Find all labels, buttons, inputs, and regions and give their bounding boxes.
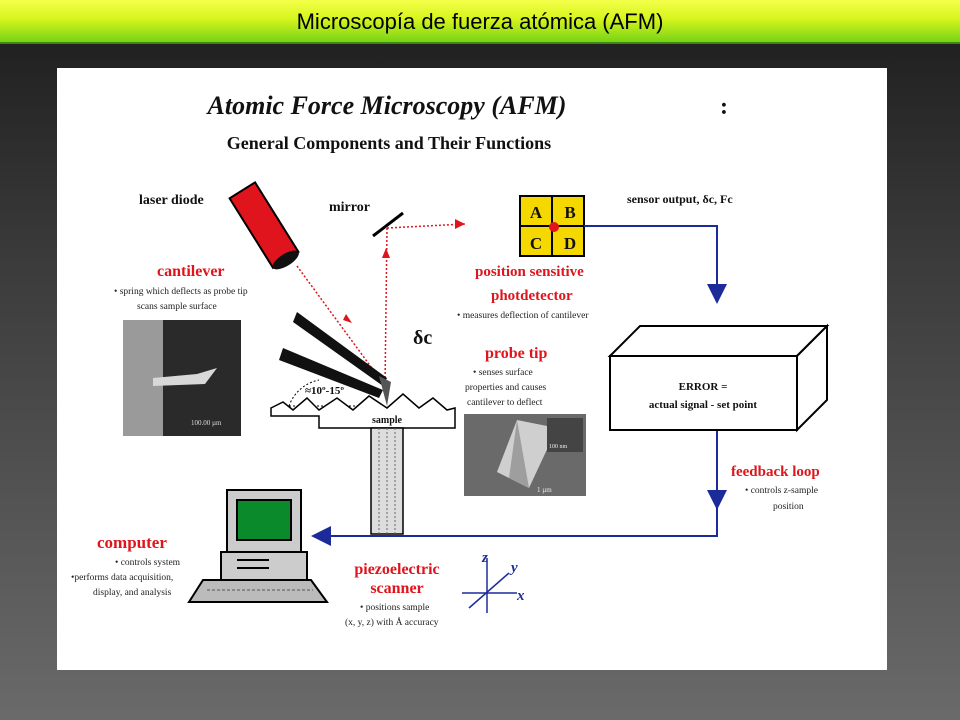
- psd-title-1: position sensitive: [475, 264, 584, 280]
- probe-tip-desc-3: cantilever to deflect: [467, 397, 543, 408]
- error-line-2: actual signal - set point: [649, 399, 758, 411]
- probe-tip-desc-2: properties and causes: [465, 383, 547, 393]
- micro-scale-2: 1 µm: [537, 486, 552, 494]
- quadrant-d: D: [564, 234, 576, 253]
- xyz-axes: [462, 558, 517, 613]
- error-box: ERROR = actual signal - set point: [607, 323, 830, 433]
- beam-arrow-2: [382, 248, 390, 258]
- probe-tip-micrograph: 100 nm 1 µm: [464, 414, 586, 496]
- computer-title: computer: [97, 533, 167, 552]
- micro-scale-1: 100.00 µm: [191, 419, 222, 427]
- diagram-heading: Atomic Force Microscopy (AFM): [206, 91, 567, 120]
- computer-icon: [187, 489, 329, 603]
- angle-arc: [288, 379, 320, 407]
- feedback-desc-1: • controls z-sample: [745, 486, 818, 496]
- psd-title-2: photdetector: [491, 288, 573, 304]
- cantilever-desc-1: • spring which deflects as probe tip: [114, 286, 248, 297]
- piezo-desc-2: (x, y, z) with Å accuracy: [345, 616, 439, 628]
- quadrant-b: B: [564, 203, 575, 222]
- photodetector: A B C D: [519, 195, 585, 257]
- piezo-column: [370, 427, 404, 535]
- laser-beam: [296, 223, 466, 387]
- feedback-title: feedback loop: [731, 464, 820, 480]
- sensor-output-label: sensor output, δc, Fc: [627, 192, 733, 206]
- beam-arrow-1: [343, 314, 352, 323]
- mirror-label: mirror: [329, 200, 370, 215]
- axis-z: z: [481, 550, 488, 566]
- feedback-signal-path: [311, 225, 727, 546]
- error-line-1: ERROR =: [679, 381, 728, 393]
- piezo-desc-1: • positions sample: [360, 603, 429, 613]
- cantilever: [279, 312, 391, 406]
- computer-desc-3: display, and analysis: [93, 588, 172, 598]
- piezo-title-1: piezoelectric: [354, 561, 439, 578]
- axis-y: y: [509, 560, 518, 576]
- sample: sample: [270, 393, 456, 429]
- afm-diagram: Atomic Force Microscopy (AFM) : General …: [71, 91, 830, 628]
- piezo-title-2: scanner: [370, 580, 423, 597]
- angle-label: ≈10º-15º: [305, 385, 344, 397]
- probe-tip-desc-1: • senses surface: [473, 367, 533, 378]
- heading-colon: :: [720, 94, 728, 120]
- feedback-desc-2: position: [773, 502, 804, 512]
- probe-tip-title: probe tip: [485, 345, 547, 362]
- slide-title: Microscopía de fuerza atómica (AFM): [296, 9, 664, 34]
- delta-c: δc: [413, 327, 432, 349]
- quadrant-c: C: [530, 234, 542, 253]
- cantilever-desc-2: scans sample surface: [137, 301, 217, 312]
- title-bar: Microscopía de fuerza atómica (AFM): [0, 0, 960, 44]
- computer-desc-1: • controls system: [115, 558, 181, 568]
- psd-desc: • measures deflection of cantilever: [457, 310, 589, 321]
- micro-scale-3: 100 nm: [549, 444, 568, 450]
- laser-diode: [228, 181, 300, 270]
- axis-x: x: [516, 588, 525, 604]
- beam-arrow-3: [455, 219, 465, 229]
- cantilever-title: cantilever: [157, 263, 225, 280]
- mirror: [372, 211, 404, 238]
- diagram-panel: Atomic Force Microscopy (AFM) : General …: [57, 68, 887, 670]
- laser-label: laser diode: [139, 193, 204, 208]
- sample-label: sample: [372, 415, 403, 426]
- diagram-subheading: General Components and Their Functions: [227, 133, 551, 153]
- quadrant-a: A: [530, 203, 543, 222]
- laser-spot: [549, 222, 559, 232]
- cantilever-micrograph: 100.00 µm: [123, 320, 241, 436]
- computer-desc-2: •performs data acquisition,: [71, 572, 173, 583]
